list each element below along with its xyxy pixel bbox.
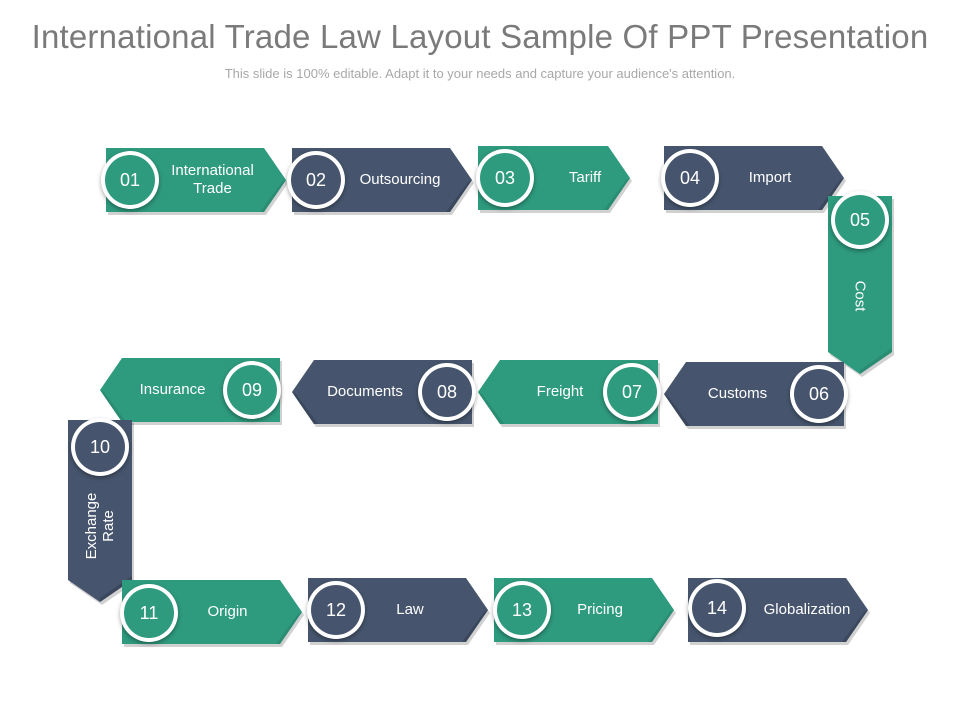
step-label: Exchange Rate <box>83 492 117 560</box>
step-label: Outsourcing <box>359 171 441 188</box>
step-number: 07 <box>607 367 657 417</box>
step-number-badge: 14 <box>688 579 746 637</box>
step-number-badge: 04 <box>661 149 719 207</box>
step-number: 06 <box>794 369 844 419</box>
step-number: 09 <box>227 365 277 415</box>
step-label: Insurance <box>139 381 206 398</box>
step-number: 13 <box>497 585 547 635</box>
step-number: 08 <box>422 367 472 417</box>
step-label: Origin <box>207 603 248 620</box>
step-label: Freight <box>536 383 584 400</box>
step-number-badge: 01 <box>101 151 159 209</box>
step-number: 10 <box>75 422 125 472</box>
step-label: Tariff <box>568 169 602 186</box>
slide-title: International Trade Law Layout Sample Of… <box>31 18 929 55</box>
step-number: 01 <box>105 155 155 205</box>
step-number: 12 <box>311 585 361 635</box>
step-label: Documents <box>327 383 403 400</box>
step-number: 03 <box>480 153 530 203</box>
step-number-badge: 05 <box>831 191 889 249</box>
step-label: Cost <box>851 280 869 312</box>
step-number-badge: 06 <box>790 365 848 423</box>
step-label: Globalization <box>763 601 851 618</box>
step-label: Law <box>396 601 424 618</box>
step-number: 11 <box>124 588 174 638</box>
step-number: 02 <box>291 155 341 205</box>
step-number-badge: 10 <box>71 418 129 476</box>
step-label: Customs <box>707 385 768 402</box>
step-label: Import <box>748 169 792 186</box>
step-number-badge: 07 <box>603 363 661 421</box>
step-number: 05 <box>835 195 885 245</box>
step-number-badge: 03 <box>476 149 534 207</box>
step-number-badge: 13 <box>493 581 551 639</box>
step-label: International Trade <box>171 162 254 197</box>
step-number-badge: 08 <box>418 363 476 421</box>
step-number: 14 <box>692 583 742 633</box>
slide-subtitle: This slide is 100% editable. Adapt it to… <box>224 66 736 81</box>
step-number-badge: 09 <box>223 361 281 419</box>
step-number: 04 <box>665 153 715 203</box>
step-number-badge: 12 <box>307 581 365 639</box>
step-label: Pricing <box>577 601 623 618</box>
step-number-badge: 02 <box>287 151 345 209</box>
step-number-badge: 11 <box>120 584 178 642</box>
